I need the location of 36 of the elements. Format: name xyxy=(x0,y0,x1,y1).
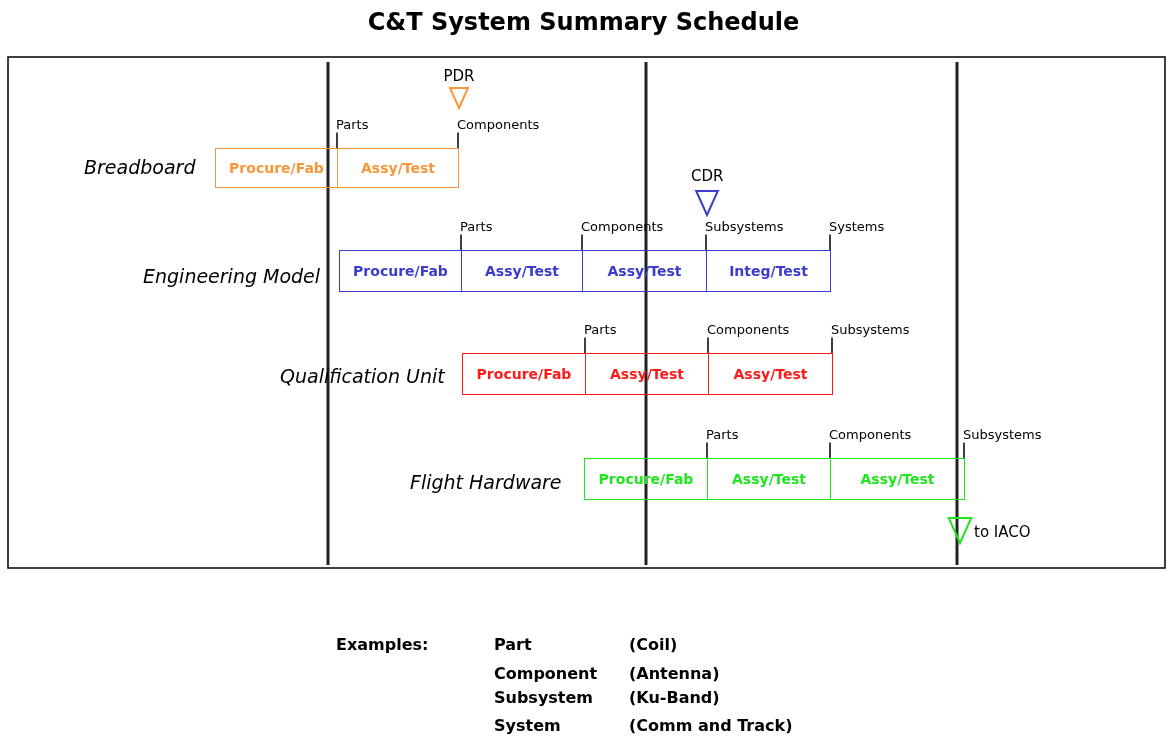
schedule-bar-segment: Assy/Test xyxy=(461,250,583,292)
milestone-label: Components xyxy=(457,116,540,132)
milestone-label: PDR xyxy=(443,67,475,85)
schedule-bar-segment: Procure/Fab xyxy=(215,148,338,188)
milestone-label: CDR xyxy=(691,167,724,185)
example-text: Subsystem xyxy=(494,687,593,707)
schedule-bar-segment: Assy/Test xyxy=(708,353,833,395)
row-label: Breadboard xyxy=(84,156,196,178)
milestone-label: to IACO xyxy=(974,523,1031,541)
schedule-bar-segment: Assy/Test xyxy=(337,148,459,188)
schedule-bar-segment: Procure/Fab xyxy=(339,250,462,292)
milestone-label: Parts xyxy=(460,218,493,234)
example-text: (Coil) xyxy=(629,634,678,654)
schedule-bar-segment: Assy/Test xyxy=(830,458,965,500)
milestone-label: Components xyxy=(707,321,790,337)
example-text: (Antenna) xyxy=(629,663,720,683)
schedule-bar-segment: Assy/Test xyxy=(707,458,831,500)
example-text: (Ku-Band) xyxy=(629,687,720,707)
milestone-label: Systems xyxy=(829,218,885,234)
schedule-bar-segment: Procure/Fab xyxy=(462,353,586,395)
milestone-label: Subsystems xyxy=(963,426,1042,442)
example-text: Component xyxy=(494,663,598,683)
example-text: Examples: xyxy=(336,634,429,654)
row-label: Engineering Model xyxy=(143,265,321,287)
milestone-label: Parts xyxy=(336,116,369,132)
milestone-label: Subsystems xyxy=(831,321,910,337)
row-label: Flight Hardware xyxy=(410,471,562,493)
example-text: System xyxy=(494,715,561,735)
milestone-label: Subsystems xyxy=(705,218,784,234)
chart-title: C&T System Summary Schedule xyxy=(366,8,801,36)
milestone-label: Parts xyxy=(706,426,739,442)
milestone-label: Components xyxy=(829,426,912,442)
schedule-bar-segment: Integ/Test xyxy=(706,250,831,292)
example-text: Part xyxy=(494,634,532,654)
example-text: (Comm and Track) xyxy=(629,715,793,735)
milestone-label: Parts xyxy=(584,321,617,337)
